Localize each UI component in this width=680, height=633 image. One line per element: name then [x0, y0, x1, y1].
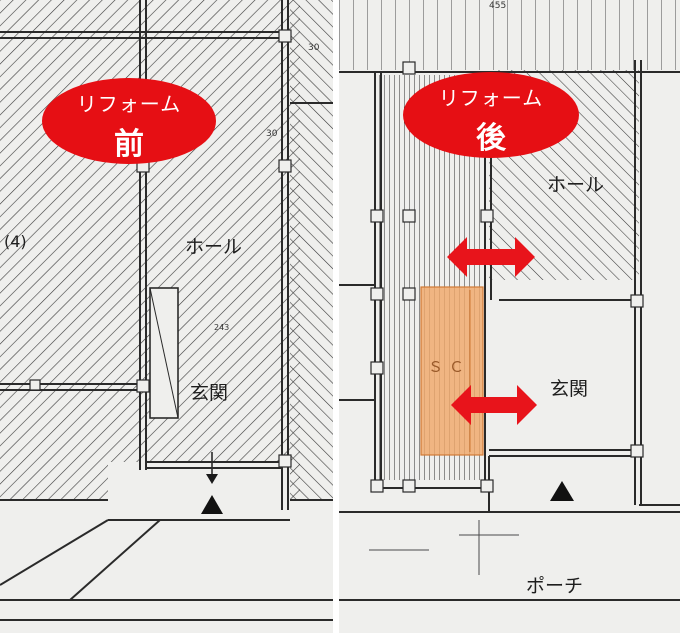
- floor-hatching: [0, 0, 300, 500]
- badge-main-label: 前: [114, 127, 144, 162]
- floor-hatching-right: [290, 0, 333, 505]
- label-hall: ホール: [185, 236, 243, 258]
- svg-text:243: 243: [214, 323, 229, 332]
- label-genkan: 玄関: [190, 382, 229, 404]
- badge-main-label: 後: [476, 121, 506, 156]
- badge-sub-label: リフォーム: [438, 86, 544, 110]
- after-floor-plan: 455 ホール 玄関 ＳＣ ポーチ リフォーム 後: [339, 0, 680, 633]
- label-hall: ホール: [547, 174, 605, 196]
- shoe-closet-highlight: [420, 286, 484, 456]
- double-arrow-icon: [451, 385, 537, 425]
- badge-sub-label: リフォーム: [76, 92, 182, 116]
- label-shoe-closet: ＳＣ: [428, 358, 471, 376]
- svg-text:30: 30: [308, 43, 320, 53]
- label-room-number: (4): [4, 232, 27, 251]
- north-triangle-icon: [201, 495, 223, 514]
- walls: [339, 60, 680, 601]
- north-triangle-icon: [550, 481, 574, 501]
- double-arrow-icon: [447, 237, 535, 277]
- label-genkan: 玄関: [550, 378, 589, 400]
- before-badge: リフォーム 前: [42, 78, 216, 164]
- panel-divider: [333, 0, 339, 633]
- before-floor-plan: 30 30 243 ホール 玄関 (4) リフォーム 前: [0, 0, 333, 633]
- label-porch: ポーチ: [526, 575, 584, 597]
- svg-text:30: 30: [266, 129, 278, 139]
- after-badge: リフォーム 後: [403, 72, 579, 158]
- svg-text:455: 455: [489, 1, 506, 11]
